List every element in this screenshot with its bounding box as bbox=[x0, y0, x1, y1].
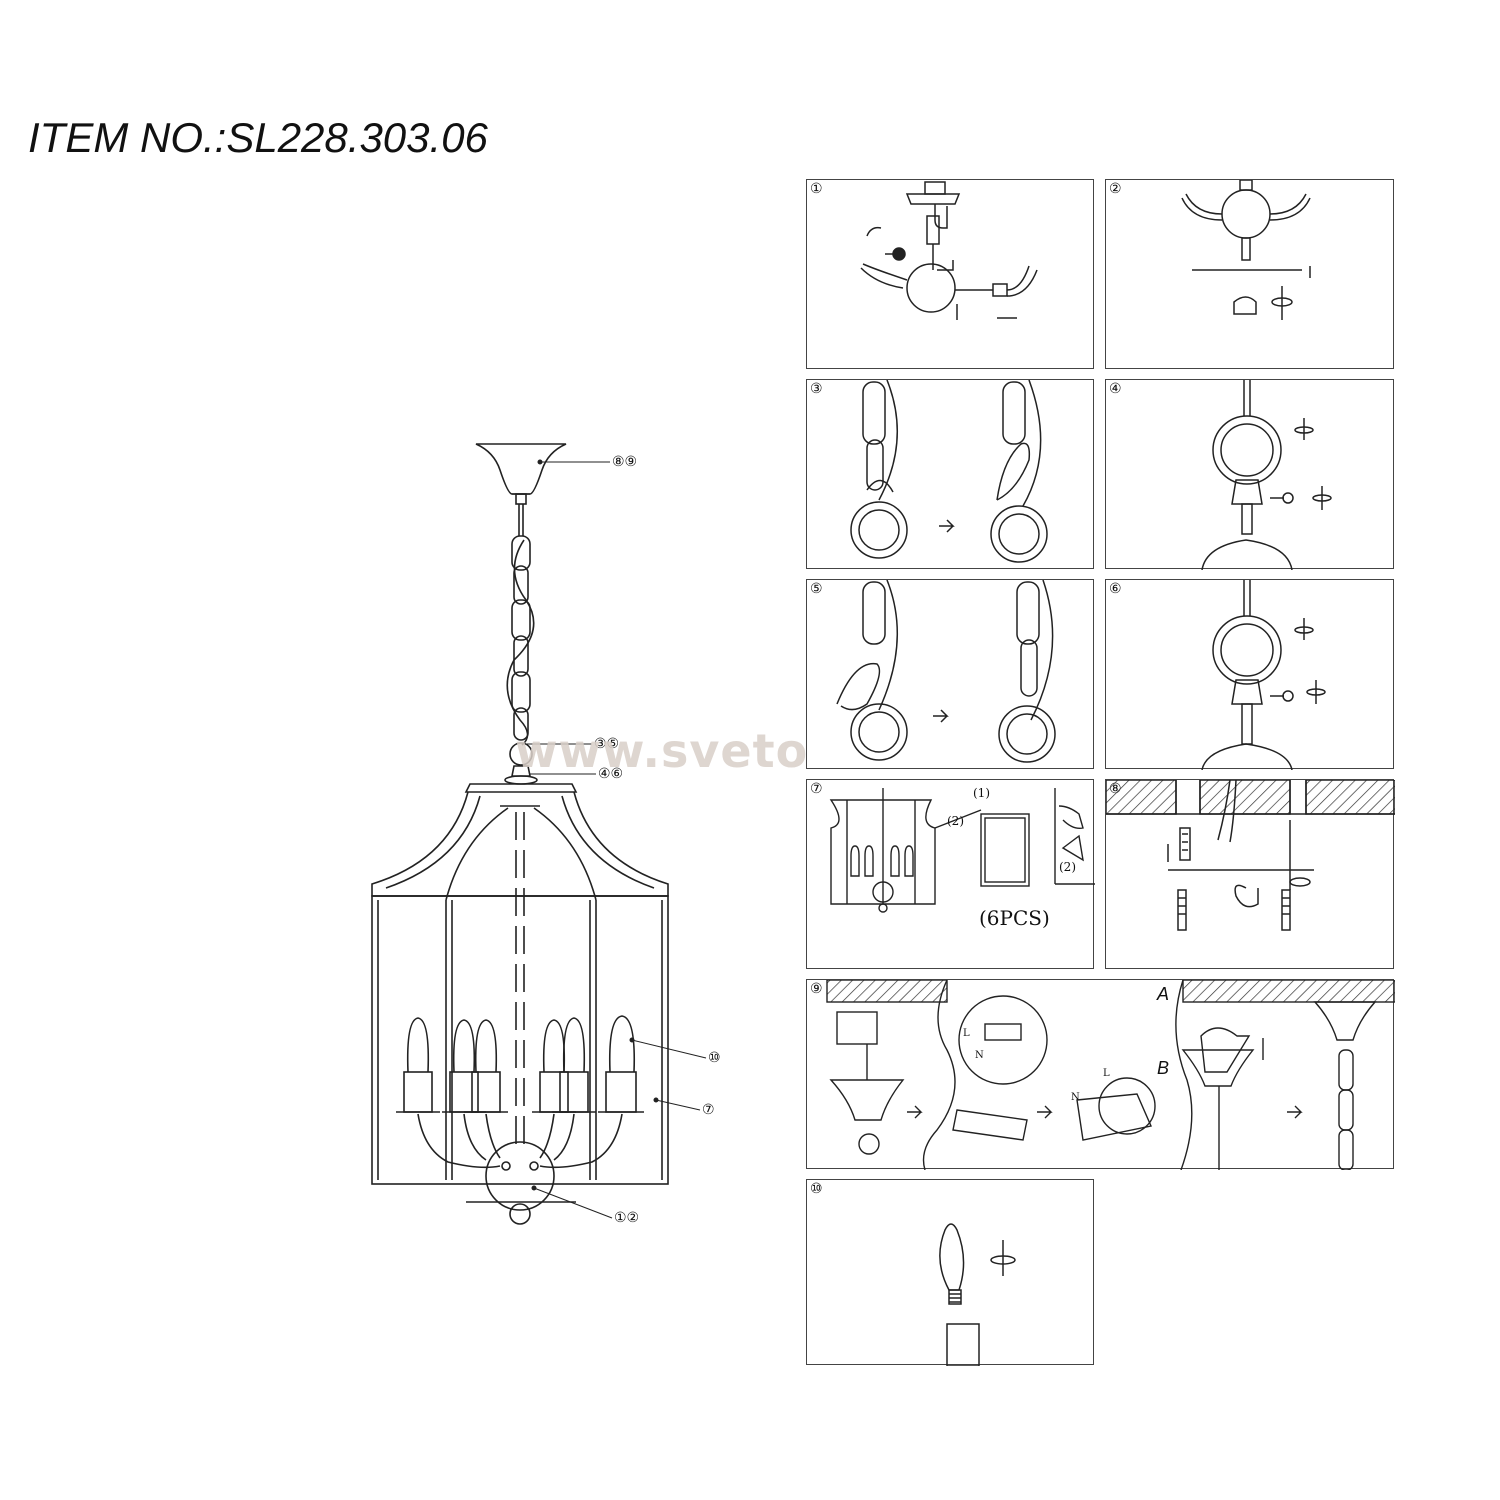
step-1-panel: ① bbox=[806, 179, 1094, 369]
step-7-panel: ⑦ (1) (2) (2) (6PCS) bbox=[806, 779, 1095, 969]
step-7-label-2: (2) bbox=[947, 814, 964, 828]
callout-ring: ④⑥ bbox=[598, 766, 624, 782]
step-9-panel: ⑨ bbox=[806, 979, 1395, 1170]
ball bbox=[485, 1141, 555, 1211]
step-7-label-1: (1) bbox=[973, 786, 990, 800]
step-3-panel: ③ bbox=[806, 379, 1094, 569]
step-4-illustration bbox=[1201, 380, 1332, 570]
callout-ball: ①② bbox=[614, 1210, 640, 1226]
callout-glass: ⑦ bbox=[702, 1102, 715, 1118]
lantern-roof bbox=[371, 791, 669, 897]
step-8-panel: ⑧ bbox=[1105, 779, 1395, 969]
candles bbox=[396, 1015, 644, 1113]
step-1-number: ① bbox=[810, 181, 823, 197]
chain bbox=[511, 535, 531, 741]
step-10-illustration bbox=[939, 1223, 1016, 1366]
step-7-illustration bbox=[829, 788, 1095, 913]
step-10-number: ⑩ bbox=[810, 1181, 823, 1197]
callout-ceiling-cup: ⑧⑨ bbox=[612, 454, 638, 470]
step-6-illustration bbox=[1201, 580, 1326, 770]
step-9-n2: N bbox=[1071, 1092, 1080, 1103]
step-7-pcs: (6PCS) bbox=[979, 906, 1050, 930]
step-9-l2: L bbox=[1103, 1068, 1110, 1079]
step-4-panel: ④ bbox=[1105, 379, 1394, 570]
step-3-illustration bbox=[850, 380, 1048, 563]
step-9-label-a: A bbox=[1157, 984, 1170, 1004]
step-9-n1: N bbox=[975, 1050, 984, 1061]
step-9-label-b: B bbox=[1157, 1058, 1170, 1078]
step-5-number: ⑤ bbox=[810, 581, 823, 597]
step-9-l1: L bbox=[963, 1028, 970, 1039]
step-6-panel: ⑥ bbox=[1105, 579, 1394, 770]
step-7-label-2b: (2) bbox=[1059, 860, 1076, 874]
step-6-number: ⑥ bbox=[1109, 581, 1122, 597]
callout-bulb: ⑩ bbox=[708, 1050, 721, 1066]
step-2-illustration bbox=[1181, 180, 1311, 320]
callout-chain-link: ③⑤ bbox=[594, 736, 620, 752]
step-5-panel: ⑤ bbox=[806, 579, 1094, 769]
step-4-number: ④ bbox=[1109, 381, 1122, 397]
step-8-illustration bbox=[1106, 780, 1395, 931]
step-1-illustration bbox=[860, 181, 1038, 320]
step-2-number: ② bbox=[1109, 181, 1122, 197]
step-9-number: ⑨ bbox=[810, 981, 823, 997]
ceiling-cup bbox=[475, 443, 567, 495]
step-7-number: ⑦ bbox=[810, 781, 823, 797]
lantern-body bbox=[371, 895, 669, 1185]
step-10-panel: ⑩ bbox=[806, 1179, 1094, 1366]
step-2-panel: ② bbox=[1105, 179, 1394, 369]
step-5-illustration bbox=[836, 580, 1056, 763]
step-9-illustration bbox=[826, 980, 1395, 1170]
item-number-title: ITEM NO.:SL228.303.06 bbox=[28, 114, 488, 161]
step-3-number: ③ bbox=[810, 381, 823, 397]
